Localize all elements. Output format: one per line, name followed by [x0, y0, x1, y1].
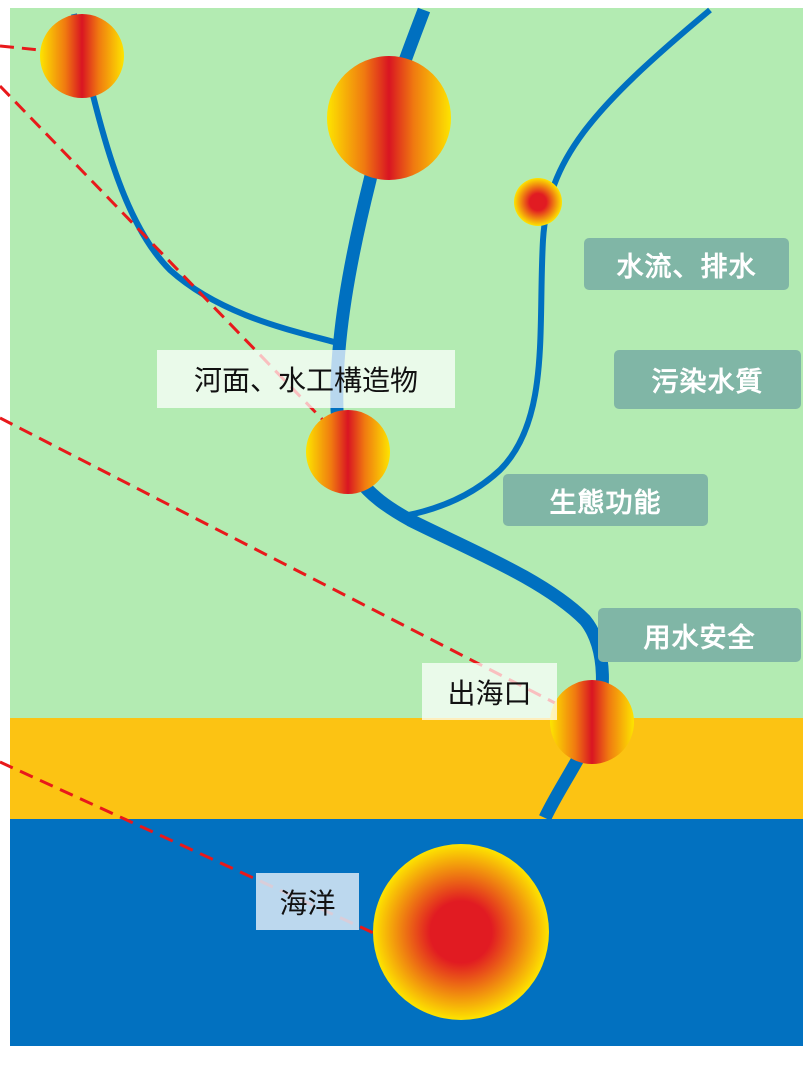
- category-water-safety: 用水安全: [598, 608, 801, 662]
- left-tributary: [71, 13, 335, 345]
- category-flow-drainage: 水流、排水: [584, 238, 789, 290]
- label-estuary: 出海口: [422, 663, 557, 720]
- category-pollution: 污染水質: [614, 350, 801, 409]
- beach-band: [10, 718, 803, 819]
- hotspot-confluence: [306, 410, 390, 494]
- right-tributary: [403, 7, 712, 519]
- hotspot-upstream-left: [40, 14, 124, 98]
- label-river-surface: 河面、水工構造物: [157, 350, 455, 408]
- dashed-line-1: [0, 44, 41, 52]
- hotspot-estuary: [550, 680, 634, 764]
- hotspot-upstream-main: [327, 56, 451, 180]
- hotspot-ocean: [373, 844, 549, 1020]
- hotspot-upstream-right: [514, 178, 562, 226]
- label-ocean: 海洋: [256, 873, 359, 930]
- category-ecology: 生態功能: [503, 474, 708, 526]
- dashed-line-4: [0, 760, 379, 937]
